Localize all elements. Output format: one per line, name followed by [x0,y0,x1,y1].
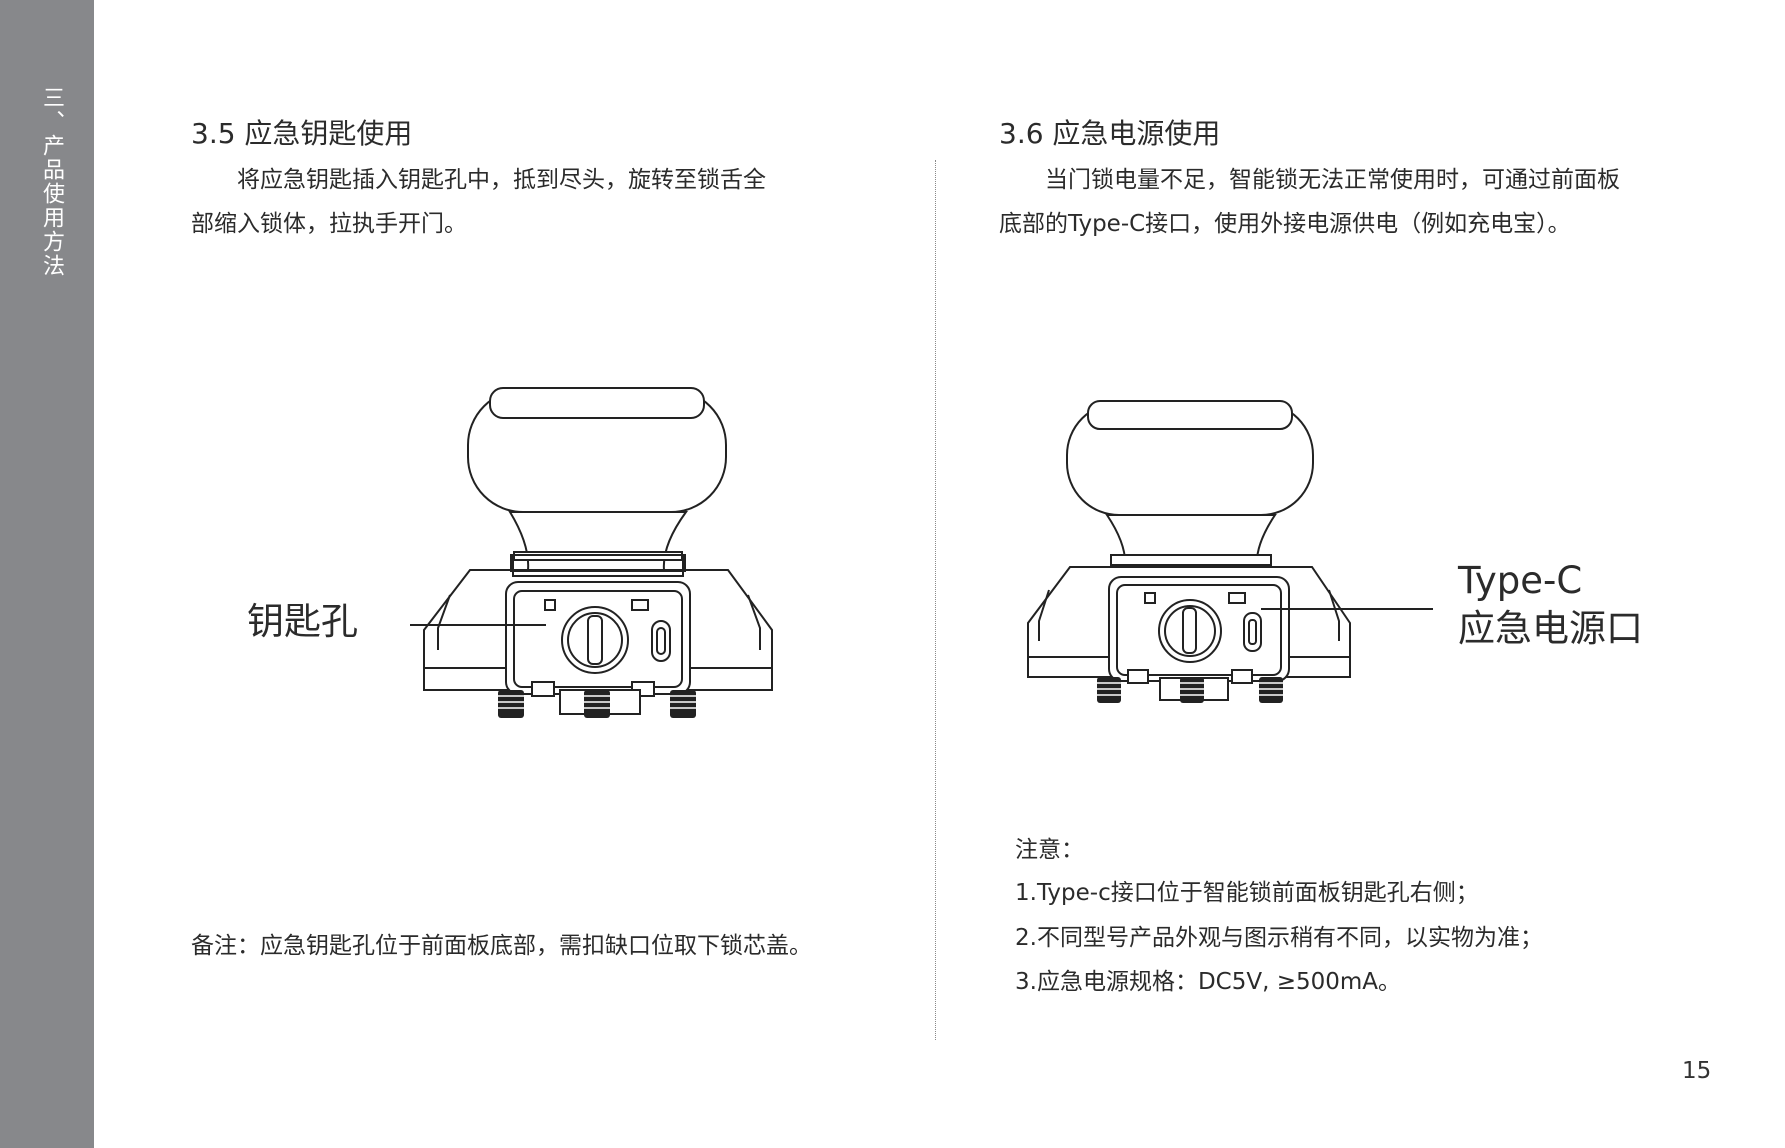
section-3-5-heading: 3.5 应急钥匙使用 [191,117,413,150]
note-item-2: 2.不同型号产品外观与图示稍有不同，以实物为准； [1015,925,1543,951]
type-c-label-line-2: 应急电源口 [1458,607,1643,650]
section-3-5-text: 将应急钥匙插入钥匙孔中，抵到尽头，旋转至锁舌全 部缩入锁体，拉执手开门。 [191,158,891,246]
section-3-6-text: 当门锁电量不足，智能锁无法正常使用时，可通过前面板 底部的Type-C接口，使用… [999,158,1719,246]
emergency-key-illustration [410,387,773,718]
section-3-5-remark: 备注：应急钥匙孔位于前面板底部，需扣缺口位取下锁芯盖。 [191,933,812,959]
section-3-6-heading: 3.6 应急电源使用 [999,117,1221,150]
section-3-5-line-1: 将应急钥匙插入钥匙孔中，抵到尽头，旋转至锁舌全 [237,167,766,193]
section-3-6-line-2: 底部的Type-C接口，使用外接电源供电（例如充电宝）。 [999,211,1571,237]
section-3-6-line-1: 当门锁电量不足，智能锁无法正常使用时，可通过前面板 [1045,167,1620,193]
chapter-sidebar: 三、产品使用方法 [0,0,94,1148]
notes-title: 注意： [1015,837,1084,863]
type-c-label-line-1: Type-C [1458,559,1583,602]
keyhole-label: 钥匙孔 [247,600,358,643]
column-divider [935,160,936,1040]
type-c-port-label: Type-C 应急电源口 [1458,557,1643,653]
note-item-3: 3.应急电源规格：DC5V, ≥500mA。 [1015,969,1402,995]
page-number: 15 [1682,1058,1712,1084]
emergency-power-illustration [1027,400,1433,703]
chapter-title: 三、产品使用方法 [39,86,64,278]
note-item-1: 1.Type-c接口位于智能锁前面板钥匙孔右侧； [1015,880,1479,906]
section-3-5-line-2: 部缩入锁体，拉执手开门。 [191,211,467,237]
